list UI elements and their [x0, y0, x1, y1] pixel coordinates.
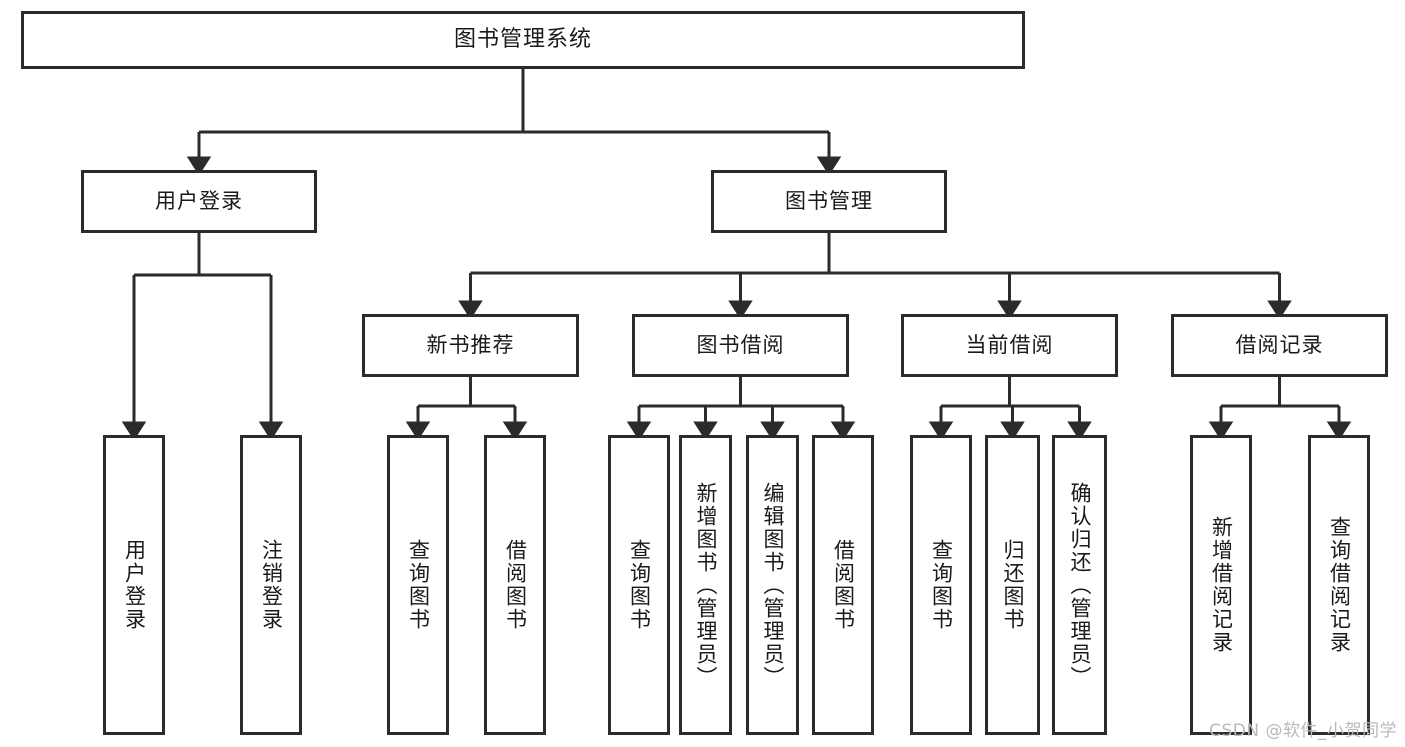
node-user-login-label: 用户登录	[155, 188, 243, 213]
node-current-borrow-label: 当前借阅	[965, 332, 1054, 357]
node-current-borrow[interactable]: 当前借阅	[901, 314, 1118, 377]
node-leaf-query-book-3-label: 查询图书	[929, 539, 954, 631]
node-leaf-query-borrow-record[interactable]: 查询借阅记录	[1308, 435, 1370, 735]
node-leaf-borrow-book-1[interactable]: 借阅图书	[484, 435, 546, 735]
node-leaf-user-login-label: 用户登录	[122, 539, 147, 631]
edge-layer	[121, 69, 1352, 441]
node-book-borrow[interactable]: 图书借阅	[632, 314, 849, 377]
node-root-label: 图书管理系统	[453, 26, 592, 52]
node-leaf-logout-label: 注销登录	[259, 539, 284, 631]
node-leaf-confirm-return-admin[interactable]: 确认归还（管理员）	[1052, 435, 1107, 735]
node-book-manage[interactable]: 图书管理	[711, 170, 947, 233]
node-user-login[interactable]: 用户登录	[81, 170, 317, 233]
node-new-book-recommend-label: 新书推荐	[426, 332, 515, 357]
node-leaf-add-borrow-record[interactable]: 新增借阅记录	[1190, 435, 1252, 735]
node-root[interactable]: 图书管理系统	[21, 11, 1025, 69]
node-leaf-query-book-1[interactable]: 查询图书	[387, 435, 449, 735]
node-leaf-query-book-2[interactable]: 查询图书	[608, 435, 670, 735]
node-borrow-record[interactable]: 借阅记录	[1171, 314, 1388, 377]
node-leaf-add-book-admin[interactable]: 新增图书（管理员）	[679, 435, 732, 735]
node-leaf-return-book[interactable]: 归还图书	[985, 435, 1040, 735]
node-leaf-borrow-book-2[interactable]: 借阅图书	[812, 435, 874, 735]
node-leaf-edit-book-admin-label: 编辑图书（管理员）	[760, 481, 785, 689]
node-leaf-query-book-1-label: 查询图书	[406, 539, 431, 631]
node-leaf-add-borrow-record-label: 新增借阅记录	[1209, 516, 1234, 654]
node-leaf-confirm-return-admin-label: 确认归还（管理员）	[1067, 481, 1092, 689]
node-new-book-recommend[interactable]: 新书推荐	[362, 314, 579, 377]
node-leaf-return-book-label: 归还图书	[1000, 539, 1025, 631]
node-leaf-borrow-book-2-label: 借阅图书	[831, 539, 856, 631]
node-leaf-query-book-2-label: 查询图书	[627, 539, 652, 631]
node-leaf-query-book-3[interactable]: 查询图书	[910, 435, 972, 735]
node-leaf-query-borrow-record-label: 查询借阅记录	[1327, 516, 1352, 654]
watermark-label: CSDN @软件_小贺同学	[1209, 721, 1397, 741]
node-book-borrow-label: 图书借阅	[696, 332, 785, 357]
node-borrow-record-label: 借阅记录	[1235, 332, 1324, 357]
node-leaf-logout[interactable]: 注销登录	[240, 435, 302, 735]
node-leaf-borrow-book-1-label: 借阅图书	[503, 539, 528, 631]
node-leaf-add-book-admin-label: 新增图书（管理员）	[693, 481, 718, 689]
node-leaf-user-login[interactable]: 用户登录	[103, 435, 165, 735]
node-book-manage-label: 图书管理	[785, 188, 873, 213]
node-leaf-edit-book-admin[interactable]: 编辑图书（管理员）	[746, 435, 799, 735]
